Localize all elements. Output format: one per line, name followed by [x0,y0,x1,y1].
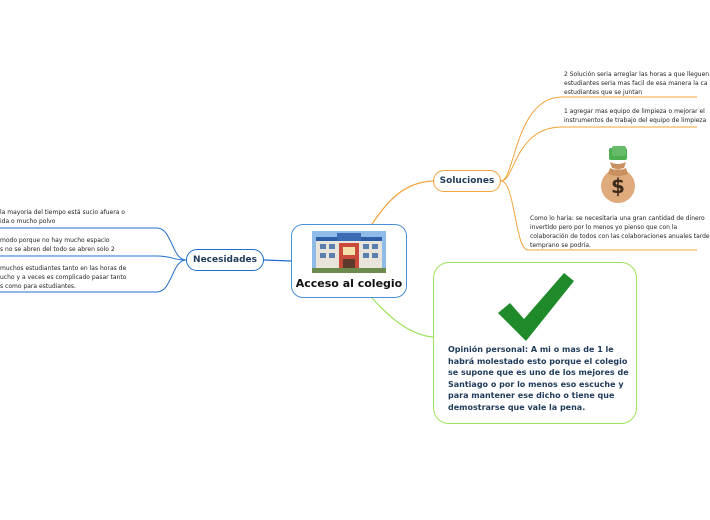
link-nec-3 [156,259,187,293]
necesidad-2-text[interactable]: modo porque no hay mucho espacio s no se… [0,237,115,253]
necesidades-label: Necesidades [193,255,257,265]
necesidad-1-text[interactable]: la mayoria del tiempo está sucio afuera … [0,209,125,225]
opinion-text: Opinión personal: A mi o mas de 1 le hab… [448,345,629,412]
checkmark-icon [498,273,574,341]
money-bag-icon: $ [598,146,638,206]
necesidad-3-text[interactable]: muchos estudiantes tanto en las horas de… [0,265,127,290]
link-sol-2 [500,126,563,182]
link-nec-2 [156,255,187,261]
soluciones-label: Soluciones [439,176,495,186]
link-sol-3 [500,180,529,251]
link-nec-1 [156,227,187,261]
necesidades-node[interactable]: Necesidades [186,249,264,271]
central-title: Acceso al colegio [295,277,403,290]
school-building-image [312,231,386,273]
central-topic[interactable]: Acceso al colegio [291,224,407,298]
link-sol-1 [500,96,563,182]
link-central-necesidades [263,259,292,262]
soluciones-node[interactable]: Soluciones [433,170,501,192]
opinion-node[interactable]: Opinión personal: A mi o mas de 1 le hab… [433,262,637,424]
solucion-1-text[interactable]: 1 agregar mas equipo de limpieza o mejor… [564,108,707,124]
solucion-2-text[interactable]: 2 Solución seria arreglar las horas a qu… [564,71,710,96]
link-central-opinion [371,297,434,338]
solucion-como-text[interactable]: Como lo haria: se necesitaria una gran c… [530,215,710,249]
svg-text:$: $ [611,174,625,198]
link-central-soluciones [371,180,434,225]
